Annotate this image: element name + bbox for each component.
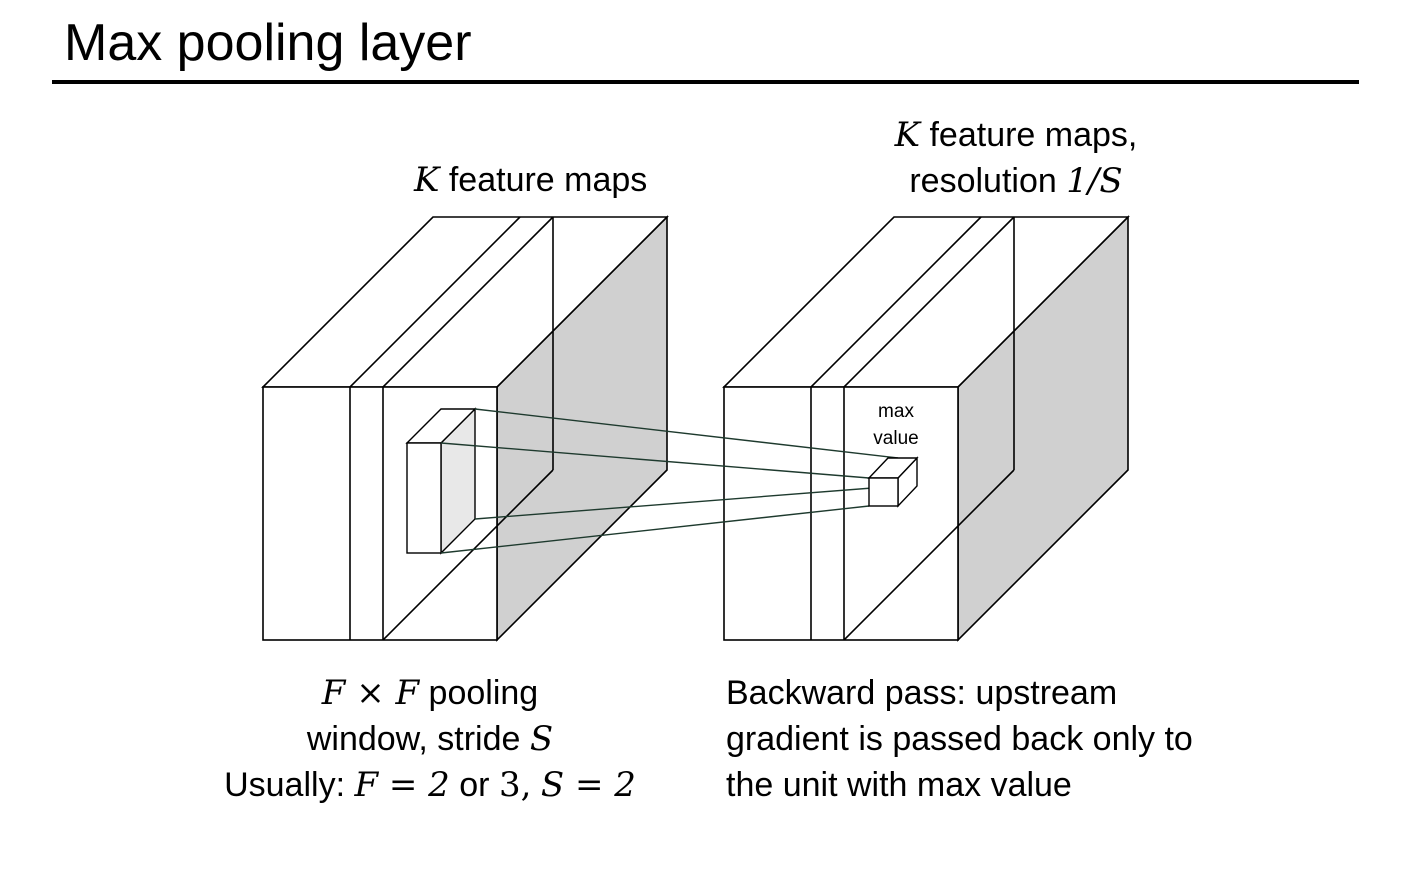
output-block-slice-edge xyxy=(843,216,1015,388)
pooling-window-size: F × F xyxy=(321,673,420,713)
pooling-caption-usually: Usually: xyxy=(224,766,346,804)
max-value-unit xyxy=(867,456,919,508)
input-block-slice-edge xyxy=(382,216,554,388)
pooling-caption-or: or xyxy=(459,766,490,804)
output-label-line1-text: feature maps, xyxy=(929,116,1138,154)
input-block-hidden-edge xyxy=(382,469,554,641)
output-label-k: K xyxy=(894,115,921,155)
input-block-slice-edge xyxy=(349,216,521,388)
backward-caption-line: gradient is passed back only to xyxy=(726,720,1193,758)
projection-line xyxy=(440,442,870,479)
pooling-f-alt-value: 3, xyxy=(498,765,532,805)
output-block-label: K feature maps, resolution 1/S xyxy=(856,112,1176,204)
output-label-resolution: 1/S xyxy=(1066,161,1123,201)
pooling-caption-line2-text: window, stride xyxy=(306,720,521,758)
input-label-text: feature maps xyxy=(448,161,648,199)
output-label-line2-text: resolution xyxy=(909,162,1057,200)
backward-caption-line: Backward pass: upstream xyxy=(726,674,1118,712)
output-label-line1: K feature maps, xyxy=(856,112,1176,158)
max-unit-front-face xyxy=(868,477,899,507)
pooling-caption-line1-text: pooling xyxy=(428,674,539,712)
output-block-hidden-edge xyxy=(843,469,1015,641)
pooling-s-value: S = 2 xyxy=(540,765,636,805)
projection-line xyxy=(440,505,870,554)
pooling-caption-line3: Usually: F = 2 or 3, S = 2 xyxy=(190,762,670,808)
output-label-line2: resolution 1/S xyxy=(856,158,1176,204)
projection-line xyxy=(474,408,899,459)
max-value-label: max value xyxy=(856,398,936,452)
pooling-caption-line1: F × F pooling xyxy=(190,670,670,716)
title-divider xyxy=(52,80,1359,84)
backward-pass-caption: Backward pass: upstream gradient is pass… xyxy=(726,670,1193,808)
pooling-stride: S xyxy=(529,719,554,759)
slide-title: Max pooling layer xyxy=(64,14,472,72)
max-value-label-line2: value xyxy=(873,428,919,449)
projection-line xyxy=(474,485,899,520)
backward-caption-line: the unit with max value xyxy=(726,766,1072,804)
pooling-caption-line2: window, stride S xyxy=(190,716,670,762)
output-block-slice-edge xyxy=(810,216,982,388)
output-feature-block xyxy=(722,215,1130,642)
projection-lines xyxy=(440,408,899,554)
pooling-caption: F × F pooling window, stride S Usually: … xyxy=(190,670,670,808)
input-block-label: K feature maps xyxy=(414,157,647,203)
input-label-k: K xyxy=(414,160,440,200)
pooling-window-front-face xyxy=(406,442,442,554)
max-value-label-line1: max xyxy=(878,401,914,422)
pooling-f-value: F = 2 xyxy=(354,765,450,805)
output-block-front-face xyxy=(723,386,959,641)
